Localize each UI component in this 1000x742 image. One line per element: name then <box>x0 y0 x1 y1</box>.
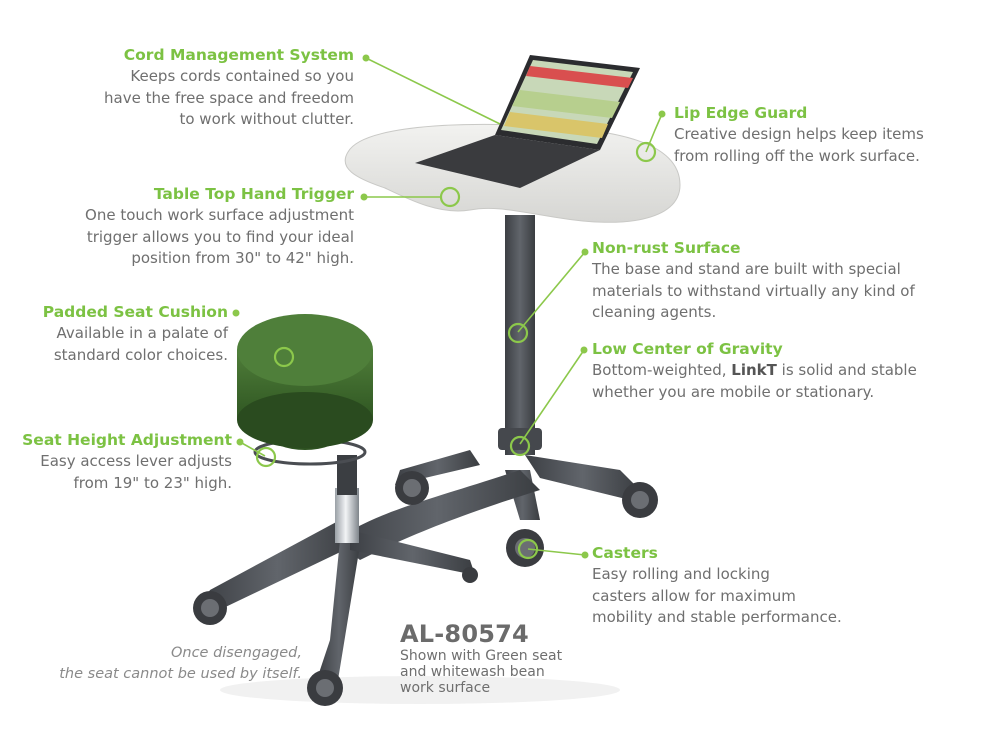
laptop <box>415 55 640 188</box>
model-caption-line: Shown with Green seat <box>400 648 563 664</box>
callout-line: mobility and stable performance. <box>592 608 842 626</box>
callout-title: Lip Edge Guard <box>674 104 808 122</box>
callout-lip-edge-guard: Lip Edge Guard Creative design helps kee… <box>674 103 994 167</box>
callout-line: Available in a palate of <box>56 324 228 342</box>
callout-line: cleaning agents. <box>592 303 717 321</box>
callout-title: Non-rust Surface <box>592 239 741 257</box>
text-fragment: Bottom-weighted, <box>592 361 732 379</box>
hotspot-rings <box>255 141 657 560</box>
seat-base <box>200 520 475 680</box>
note-line: the seat cannot be used by itself. <box>59 666 302 682</box>
callout-title: Casters <box>592 544 658 562</box>
callout-line: have the free space and freedom <box>104 88 354 107</box>
seat-cushion-bottom <box>237 392 373 448</box>
connector-bar <box>335 470 540 560</box>
callout-title: Table Top Hand Trigger <box>153 185 354 203</box>
column-collar <box>498 428 542 450</box>
callout-cord-management: Cord Management System Keeps cords conta… <box>24 45 354 131</box>
model-caption-line: work surface <box>400 680 491 696</box>
laptop-base <box>415 135 600 188</box>
callout-line: whether you are mobile or stationary. <box>592 382 875 401</box>
callout-line: from 19" to 23" high. <box>73 473 232 492</box>
callout-line: casters allow for maximum <box>592 586 796 605</box>
callout-line: The base and stand are built with specia… <box>592 260 901 278</box>
callout-line: Bottom-weighted, LinkT is solid and stab… <box>592 360 992 382</box>
callout-casters: Casters Easy rolling and locking casters… <box>592 543 952 629</box>
note-line: Once disengaged, <box>170 645 302 661</box>
callout-seat-cushion: Padded Seat Cushion Available in a palat… <box>8 302 228 366</box>
disengage-note: Once disengaged, the seat cannot be used… <box>12 643 302 685</box>
callout-line: standard color choices. <box>53 345 228 364</box>
callout-line: Easy rolling and locking <box>592 565 770 583</box>
callout-title: Cord Management System <box>123 46 354 64</box>
seat-cushion-top <box>237 314 373 386</box>
callout-line: trigger allows you to find your ideal <box>86 227 354 246</box>
model-number: AL-80574 <box>400 620 529 648</box>
callout-line: Creative design helps keep items <box>674 125 924 143</box>
callout-title: Padded Seat Cushion <box>42 303 228 321</box>
callout-seat-height: Seat Height Adjustment Easy access lever… <box>7 430 232 494</box>
callout-line: position from 30" to 42" high. <box>131 249 354 267</box>
brand-name: LinkT <box>731 361 777 379</box>
callout-line: to work without clutter. <box>179 110 354 128</box>
seat-post-lower <box>337 455 357 495</box>
callout-line: Easy access lever adjusts <box>40 452 232 470</box>
seat-post-chrome <box>335 488 359 543</box>
model-info: AL-80574 Shown with Green seat and white… <box>400 620 600 696</box>
leader-dots <box>232 54 666 559</box>
leader-lines <box>239 57 663 556</box>
model-caption-line: and whitewash bean <box>400 664 545 680</box>
callout-center-gravity: Low Center of Gravity Bottom-weighted, L… <box>592 339 992 403</box>
callout-line: One touch work surface adjustment <box>85 206 354 224</box>
callout-line: Keeps cords contained so you <box>130 67 354 85</box>
callout-line: from rolling off the work surface. <box>674 146 920 165</box>
callout-title: Low Center of Gravity <box>592 340 783 358</box>
callout-hand-trigger: Table Top Hand Trigger One touch work su… <box>14 184 354 270</box>
text-fragment: is solid and stable <box>776 361 917 379</box>
callout-non-rust: Non-rust Surface The base and stand are … <box>592 238 992 324</box>
callout-title: Seat Height Adjustment <box>22 431 232 449</box>
callout-line: materials to withstand virtually any kin… <box>592 281 915 300</box>
